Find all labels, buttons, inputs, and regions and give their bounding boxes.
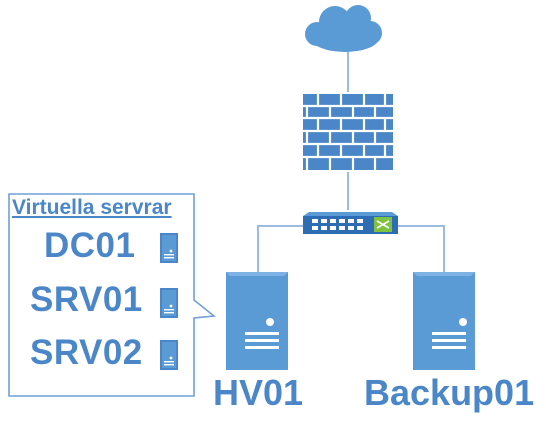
virtual-servers-title: Virtuella servrar [12, 196, 172, 219]
switch-hv01-link [257, 225, 303, 272]
server-icon [160, 288, 178, 318]
cloud-icon [305, 5, 382, 52]
firewall-icon [303, 94, 393, 170]
server-icon [226, 272, 288, 370]
switch-backup01-link [398, 225, 445, 272]
host-label-backup01: Backup01 [364, 372, 535, 413]
vm-label-srv02: SRV02 [30, 333, 143, 372]
vm-label-dc01: DC01 [44, 226, 136, 265]
network-switch-icon [303, 212, 398, 234]
host-label-hv01: HV01 [213, 372, 304, 413]
connection-lines [257, 50, 445, 272]
server-icon [160, 340, 178, 370]
vm-label-srv01: SRV01 [30, 280, 143, 319]
server-icon [160, 233, 178, 263]
server-icon [413, 272, 475, 370]
